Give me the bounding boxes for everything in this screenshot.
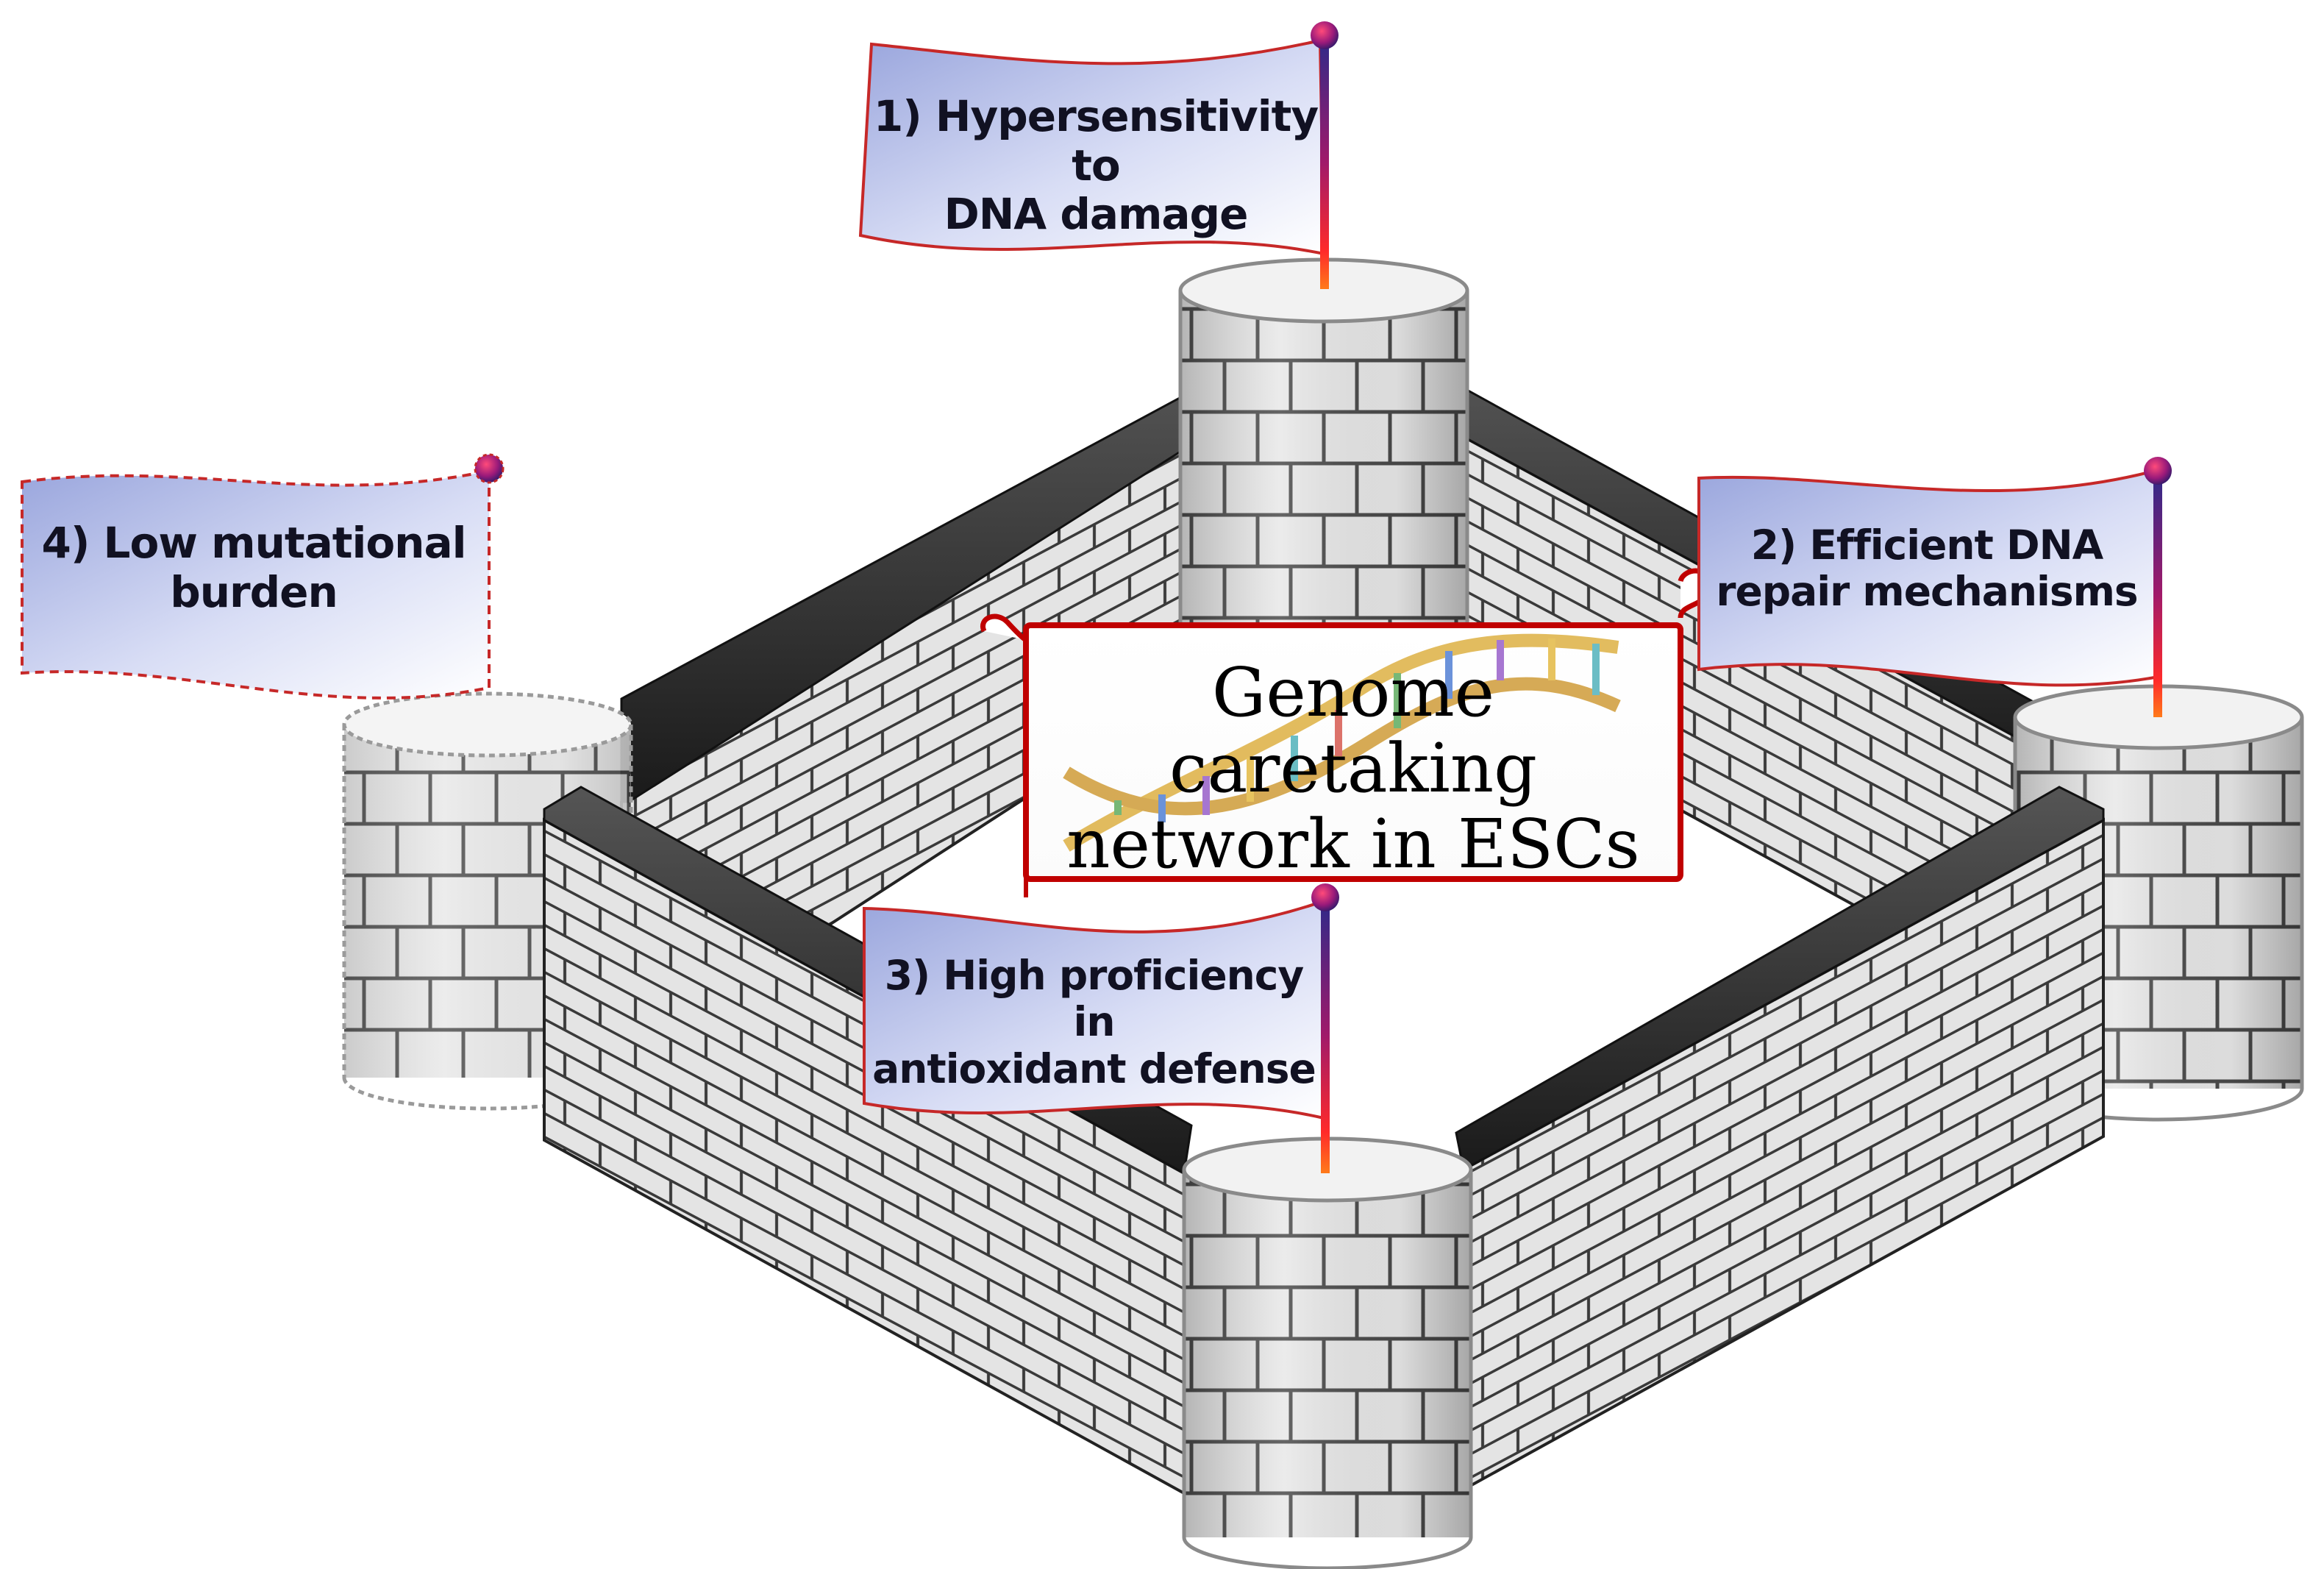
flag-1-label: 1) Hypersensitivity to DNA damage <box>872 92 1320 239</box>
tower-back <box>1178 257 1469 644</box>
flag-2-label: 2) Efficient DNA repair mechanisms <box>1706 522 2147 616</box>
title-banner <box>980 568 1713 897</box>
flag-3-line1: 3) High proficiency in <box>884 952 1305 1046</box>
flag-2-pole-knob <box>2144 457 2172 485</box>
flag-1-line2: DNA damage <box>944 189 1249 240</box>
flag-1-pole-knob <box>1311 21 1339 49</box>
flag-2 <box>1697 457 2172 717</box>
flag-4-line1: 4) Low mutational <box>41 518 467 568</box>
flag-3-label: 3) High proficiency in antioxidant defen… <box>868 952 1320 1092</box>
flag-3-pole-knob <box>1311 883 1339 911</box>
flag-4 <box>21 453 505 717</box>
flag-3 <box>863 883 1339 1173</box>
flag-4-label: 4) Low mutational burden <box>29 519 478 616</box>
flag-3-line2: antioxidant defense <box>872 1045 1316 1092</box>
tower-front <box>1182 1136 1473 1569</box>
flag-4-pole-knob <box>474 453 505 484</box>
banner-title: Genome caretaking network in ESCs <box>1026 655 1680 882</box>
flag-4-line2: burden <box>170 566 338 617</box>
flag-1-pole <box>1320 35 1329 289</box>
flag-2-pole <box>2153 471 2162 717</box>
dna-helix-icon <box>1063 633 1621 852</box>
flag-2-line2: repair mechanisms <box>1716 568 2138 616</box>
flag-2-line1: 2) Efficient DNA <box>1750 522 2103 569</box>
flag-1-line1: 1) Hypersensitivity to <box>873 91 1319 191</box>
flag-1 <box>858 21 1339 289</box>
banner-title-line2: network in ESCs <box>1066 805 1640 884</box>
banner-title-line1: Genome caretaking <box>1169 653 1537 808</box>
front-right-wall <box>1455 786 2105 1492</box>
flag-3-pole <box>1321 897 1330 1173</box>
